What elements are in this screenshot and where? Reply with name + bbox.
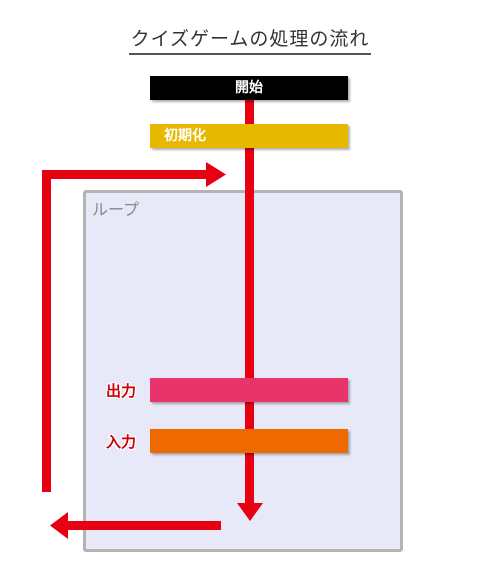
loop-region: [83, 190, 403, 552]
step-start-bar: 開始: [150, 76, 348, 100]
loop-label: ループ: [92, 200, 140, 219]
diagram-title-text: クイズゲームの処理の流れ: [128, 24, 372, 55]
step-output-label: 出力: [106, 382, 137, 400]
main-flow-shaft: [245, 98, 254, 504]
step-input-label: 入力: [106, 433, 137, 451]
exit-arrow-head: [50, 512, 68, 539]
step-start-label: 開始: [235, 80, 263, 96]
return-arrow-vertical: [42, 170, 51, 492]
return-arrow-horizontal: [42, 170, 208, 179]
diagram-title: クイズゲームの処理の流れ: [0, 24, 500, 55]
step-init-bar: 初期化: [150, 124, 348, 148]
return-arrow-head: [206, 162, 226, 187]
step-input-bar: [150, 429, 348, 453]
exit-arrow-shaft: [66, 521, 221, 530]
step-output-bar: [150, 378, 348, 402]
main-flow-arrowhead: [237, 503, 263, 521]
step-init-label: 初期化: [164, 128, 206, 144]
